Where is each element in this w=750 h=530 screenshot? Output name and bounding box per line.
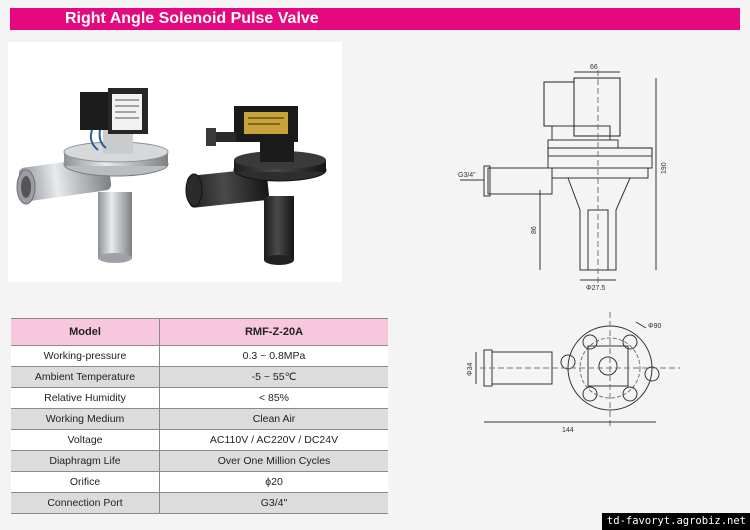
table-row: Relative Humidity < 85% (11, 387, 388, 409)
spec-table: Model RMF-Z-20A Working-pressure 0.3 ~ 0… (11, 318, 388, 514)
spec-value: G3/4" (159, 492, 388, 514)
title-banner: Right Angle Solenoid Pulse Valve (10, 8, 740, 30)
spec-value: < 85% (159, 387, 388, 409)
spec-value: 0.3 ~ 0.8MPa (159, 345, 388, 367)
spec-value: ϕ20 (159, 471, 388, 493)
dim-lower-height: 86 (531, 226, 538, 234)
spec-label: Ambient Temperature (11, 366, 160, 388)
spec-value: -5 ~ 55℃ (159, 366, 388, 388)
spec-value: Clean Air (159, 408, 388, 430)
spec-value: AC110V / AC220V / DC24V (159, 429, 388, 451)
spec-label: Orifice (11, 471, 160, 493)
spec-label: Working Medium (11, 408, 160, 430)
spec-value: Over One Million Cycles (159, 450, 388, 472)
spec-label: Relative Humidity (11, 387, 160, 409)
spec-label: Working-pressure (11, 345, 160, 367)
dim-flange-diameter: Φ90 (648, 323, 661, 330)
table-row: Working Medium Clean Air (11, 408, 388, 430)
black-valve-photo (185, 106, 327, 265)
port-thread-label: G3/4" (458, 172, 476, 179)
page-title: Right Angle Solenoid Pulse Valve (65, 10, 319, 27)
spec-label: Diaphragm Life (11, 450, 160, 472)
header-cell-model: Model (11, 318, 160, 346)
dim-nozzle-diameter: Φ27.5 (586, 285, 605, 292)
technical-drawing: 66 190 86 Φ27.5 G3/4" Φ90 Φ34 144 (440, 60, 740, 445)
product-photos (8, 42, 342, 282)
top-view (475, 312, 680, 426)
dim-port-diameter: Φ34 (467, 363, 474, 376)
spec-label: Voltage (11, 429, 160, 451)
table-row: Voltage AC110V / AC220V / DC24V (11, 429, 388, 451)
table-row: Orifice ϕ20 (11, 471, 388, 493)
dim-total-height: 190 (661, 162, 668, 174)
spec-label: Connection Port (11, 492, 160, 514)
table-row: Working-pressure 0.3 ~ 0.8MPa (11, 345, 388, 367)
table-row: Ambient Temperature -5 ~ 55℃ (11, 366, 388, 388)
table-row: Diaphragm Life Over One Million Cycles (11, 450, 388, 472)
watermark: td-favoryt.agrobiz.net (601, 513, 750, 530)
dim-length: 144 (562, 427, 574, 434)
product-photo-illustration (16, 88, 327, 265)
aluminium-valve-photo (16, 88, 169, 263)
side-view (460, 70, 657, 286)
table-row: Connection Port G3/4" (11, 492, 388, 514)
header-cell-model-number: RMF-Z-20A (159, 318, 388, 346)
dim-coil-width: 66 (590, 64, 598, 71)
dimension-drawing: 66 190 86 Φ27.5 G3/4" Φ90 Φ34 144 (458, 64, 680, 434)
table-header-row: Model RMF-Z-20A (11, 318, 388, 346)
